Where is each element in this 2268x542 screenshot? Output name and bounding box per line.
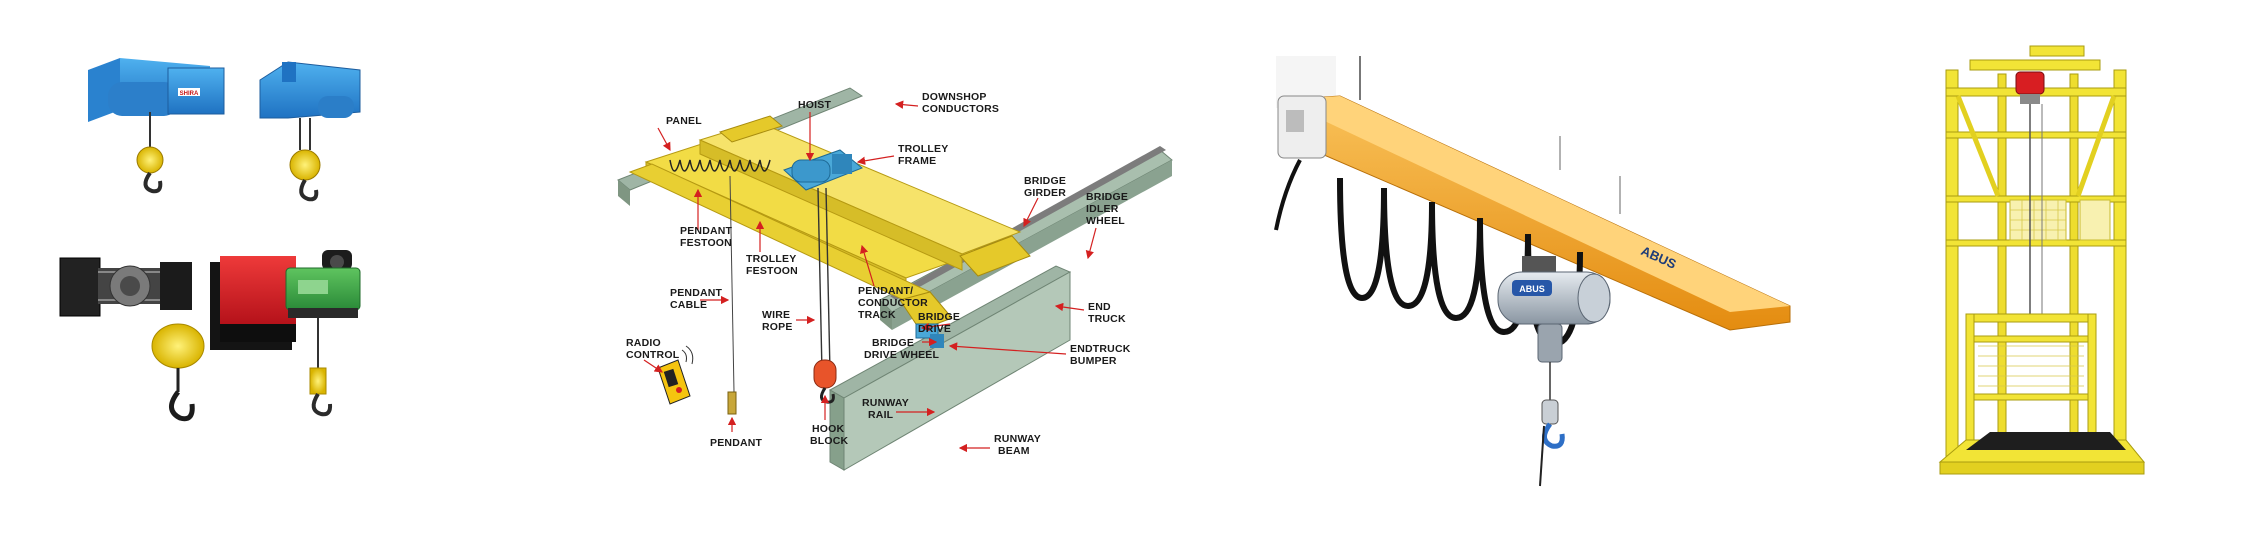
hoist-brand-badge: SHIRA [180, 91, 199, 97]
black-red-hoist-image [59, 256, 296, 422]
label-radio-control: RADIO CONTROL [626, 337, 680, 361]
hoist-brand-label: ABUS [1519, 284, 1545, 294]
label-hook-block: HOOK BLOCK [810, 423, 849, 447]
label-wire-rope: WIRE ROPE [762, 309, 793, 333]
label-bridge-drive: BRIDGE DRIVE [918, 311, 963, 335]
bridge-girders [628, 115, 1031, 331]
blue-compact-hoist-image [259, 61, 361, 202]
yellow-hoist-tower-image [1938, 45, 2146, 475]
label-trolley-frame: TROLLEY FRAME [898, 143, 951, 167]
label-trolley-festoon: TROLLEY FESTOON [746, 253, 799, 277]
label-bridge-idler-wheel: BRIDGE IDLER WHEEL [1086, 191, 1131, 227]
label-bridge-drive-wheel: BRIDGE DRIVE WHEEL [864, 337, 940, 361]
label-pendant: PENDANT [710, 437, 763, 449]
label-pendant-cable: PENDANT CABLE [670, 287, 725, 311]
label-hoist: HOIST [798, 99, 831, 111]
callout-labels: PANEL HOIST DOWNSHOP CONDUCTORS TROLLEY … [626, 91, 1134, 457]
label-pendant-conductor-track: PENDANT/ CONDUCTOR TRACK [858, 285, 931, 321]
radio-control-remote [657, 345, 694, 405]
label-end-truck: END TRUCK [1088, 301, 1126, 325]
label-panel: PANEL [666, 115, 702, 127]
label-bridge-girder: BRIDGE GIRDER [1024, 175, 1069, 199]
leader-arrows [643, 100, 1097, 453]
label-runway-rail: RUNWAY RAIL [862, 397, 912, 421]
trolley-and-hoist [727, 149, 863, 415]
label-runway-beam: RUNWAY BEAM [994, 433, 1044, 457]
label-downshop-conductors: DOWNSHOP CONDUCTORS [922, 91, 999, 115]
overhead-crane-diagram: PANEL HOIST DOWNSHOP CONDUCTORS TROLLEY … [617, 87, 1173, 471]
green-hoist-image [285, 250, 361, 417]
rail-hoist-crane-image: ABUS ABUS [1274, 56, 1791, 487]
blue-wire-rope-hoist-image: SHIRA [88, 58, 225, 194]
label-endtruck-bumper: ENDTRUCK BUMPER [1070, 343, 1134, 367]
label-pendant-festoon: PENDANT FESTOON [680, 225, 735, 249]
hoist-product-grid: SHIRA [59, 58, 361, 422]
